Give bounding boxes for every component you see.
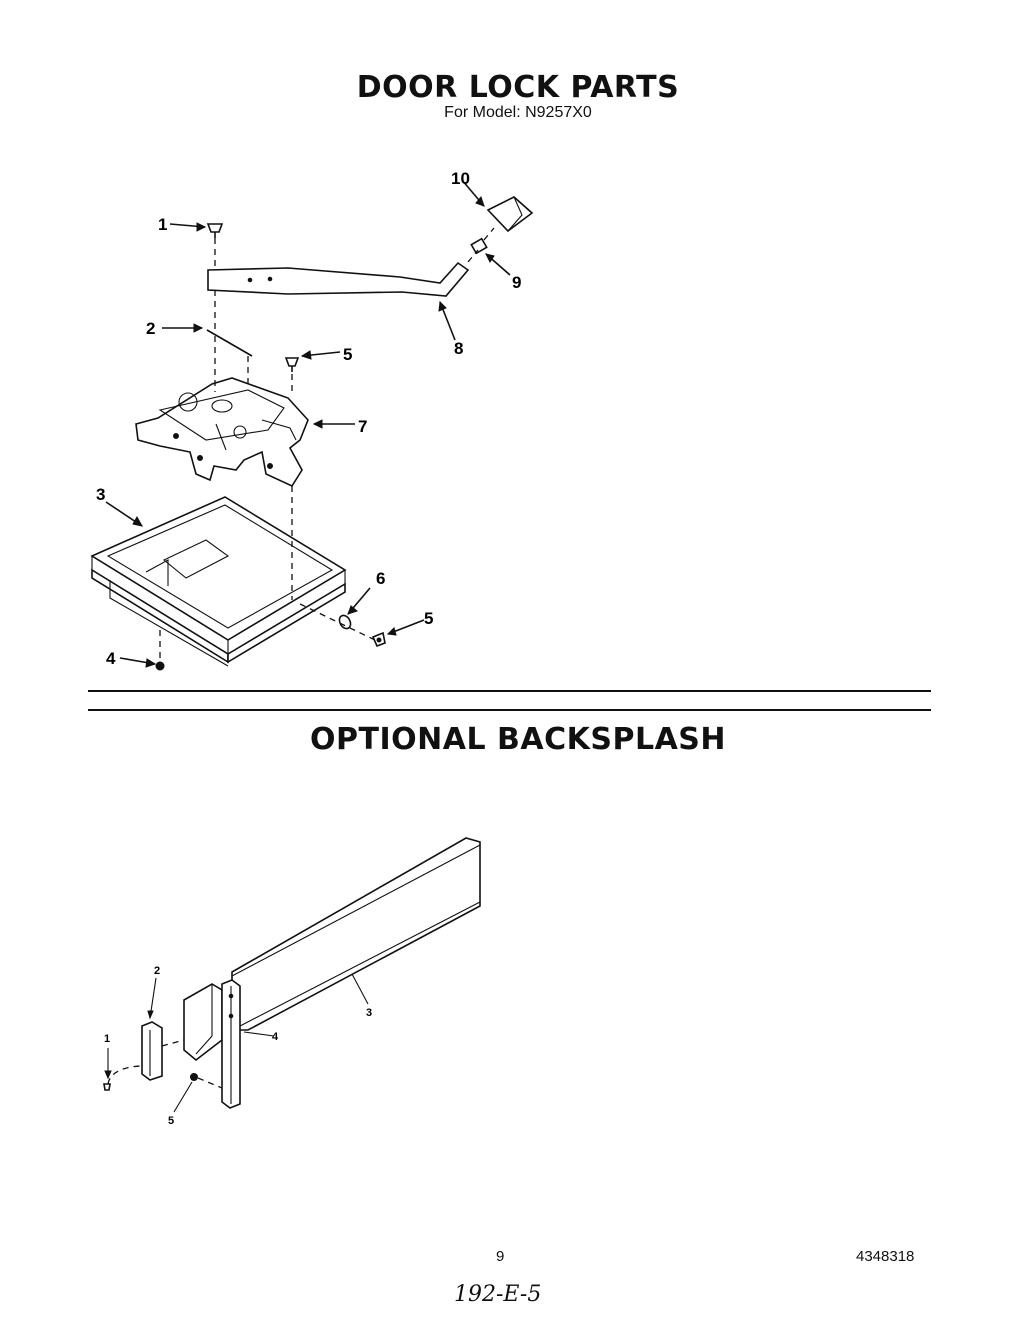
model-subtitle: For Model: N9257X0 (444, 104, 592, 121)
door-lock-diagram: 1 2 3 4 5 5 6 7 8 9 10 (90, 169, 534, 671)
part-2-clip (141, 1021, 163, 1081)
backsplash-callout-2: 2 (154, 965, 160, 977)
part-9-clip (470, 237, 488, 255)
part-1-screw (206, 223, 224, 238)
callout-9: 9 (512, 273, 521, 292)
callout-7: 7 (358, 417, 367, 436)
backsplash-callout-3: 3 (366, 1007, 372, 1019)
backsplash-callout-5: 5 (168, 1115, 174, 1127)
callout-3: 3 (96, 485, 105, 504)
part-8-lock-lever (207, 261, 470, 297)
callout-10: 10 (451, 169, 470, 188)
handwritten-note: 192-E-5 (454, 1282, 542, 1307)
page-number: 9 (496, 1248, 505, 1265)
backsplash-callout-1: 1 (104, 1033, 110, 1045)
part-3-base-pan (90, 496, 347, 667)
part-10-handle-knob (486, 196, 534, 233)
callout-6: 6 (376, 569, 385, 588)
part-6-washer (338, 614, 352, 630)
part-4-rivet (155, 661, 165, 671)
backsplash-callout-4: 4 (272, 1031, 279, 1043)
callout-2: 2 (146, 319, 155, 338)
divider-rule-bottom (88, 709, 931, 711)
part-4-bracket (221, 979, 241, 1109)
divider-rule-top (88, 690, 931, 692)
callout-1: 1 (158, 215, 167, 234)
part-5-screw (190, 1073, 198, 1081)
callout-4: 4 (106, 649, 116, 668)
callout-5-upper: 5 (343, 345, 352, 364)
part-5-screw-upper (284, 357, 300, 372)
backsplash-diagram: 1 2 3 4 5 (103, 837, 481, 1127)
part-7-lock-assembly (135, 377, 309, 488)
callout-8: 8 (454, 339, 463, 358)
document-number: 4348318 (856, 1248, 915, 1265)
part-2-spring (206, 329, 253, 357)
part-5-screw-lower (371, 631, 386, 648)
backsplash-end-cap (183, 983, 223, 1062)
page-title: DOOR LOCK PARTS (356, 70, 680, 105)
callout-5-lower: 5 (424, 609, 433, 628)
section-title-backsplash: OPTIONAL BACKSPLASH (310, 722, 726, 757)
part-1-screw (103, 1083, 111, 1091)
part-3-backsplash-panel (231, 837, 481, 1031)
